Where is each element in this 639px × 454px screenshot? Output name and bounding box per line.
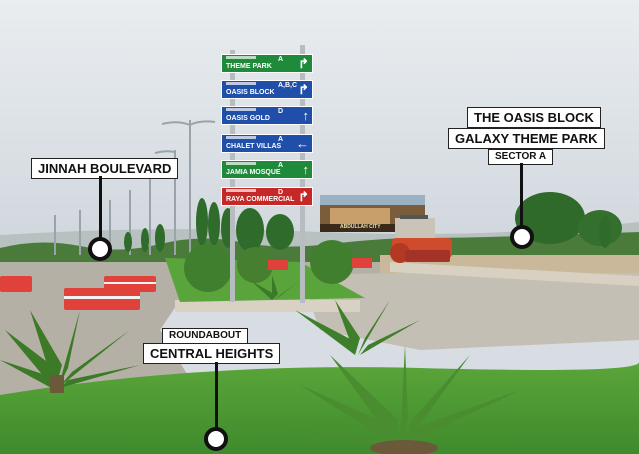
barrier-stripes bbox=[64, 282, 156, 299]
up-arrow-icon: ↑ bbox=[302, 108, 310, 123]
road bbox=[0, 262, 639, 400]
oasis-block-label: THE OASIS BLOCK bbox=[467, 107, 601, 128]
central-callout-marker bbox=[204, 427, 228, 451]
oasis-callout-marker bbox=[510, 225, 534, 249]
road-roller bbox=[390, 215, 452, 263]
road-right bbox=[300, 268, 639, 350]
right-arrow-icon: ↱ bbox=[298, 82, 309, 97]
bush bbox=[184, 244, 232, 292]
oasis-callout-line bbox=[520, 163, 523, 226]
jinnah-boulevard-label: JINNAH BOULEVARD bbox=[31, 158, 179, 179]
up-arrow-icon: ↑ bbox=[302, 162, 310, 177]
curb bbox=[175, 300, 360, 312]
sign-jamia-mosque: A JAMIA MOSQUE ↑ bbox=[221, 160, 313, 179]
cypress-trees bbox=[124, 198, 611, 252]
billboard-text: ABDULLAH CITY bbox=[340, 224, 381, 230]
central-heights-label: CENTRAL HEIGHTS bbox=[143, 343, 281, 364]
sign-raya-commercial: D RAYA COMMERCIAL ↱ bbox=[221, 187, 313, 206]
bush bbox=[237, 247, 273, 283]
sign-oasis-gold: D OASIS GOLD ↑ bbox=[221, 106, 313, 125]
palm-left bbox=[0, 310, 140, 393]
galaxy-theme-park-label: GALAXY THEME PARK bbox=[448, 128, 605, 149]
palm-foreground bbox=[290, 345, 520, 454]
palm-center bbox=[295, 300, 420, 355]
central-callout-line bbox=[215, 362, 218, 428]
right-arrow-icon: ↱ bbox=[298, 189, 309, 204]
right-arrow-icon: ↱ bbox=[298, 56, 309, 71]
sign-theme-park: A THEME PARK ↱ bbox=[221, 54, 313, 73]
left-arrow-icon: ← bbox=[296, 136, 309, 151]
palm-small bbox=[250, 275, 298, 300]
sign-oasis-block: A,B,C OASIS BLOCK ↱ bbox=[221, 80, 313, 99]
jinnah-callout-marker bbox=[88, 237, 112, 261]
foreground-grass bbox=[0, 362, 639, 454]
jinnah-callout-line bbox=[99, 176, 102, 238]
curb-right bbox=[390, 262, 639, 286]
bush bbox=[310, 240, 354, 284]
sign-chalet-villas: A CHALET VILLAS ← bbox=[221, 134, 313, 153]
roundabout-label: ROUNDABOUT bbox=[162, 328, 249, 344]
